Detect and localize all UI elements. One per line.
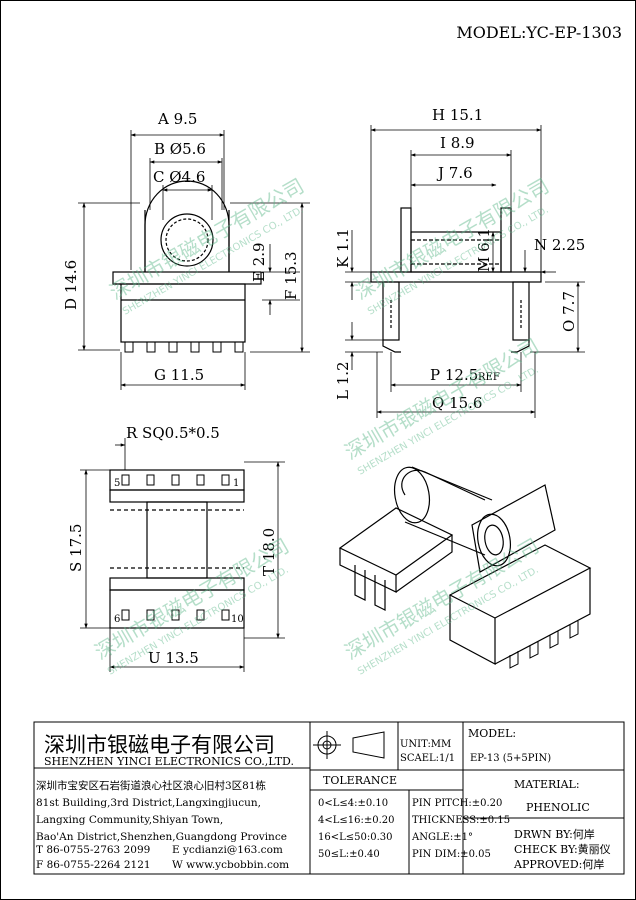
spec-thickness: THICKNESS:±0.15 bbox=[412, 815, 510, 826]
bottom-view bbox=[109, 469, 245, 629]
dim-b: B Ø5.6 bbox=[154, 140, 206, 158]
dim-n: N 2.25 bbox=[534, 236, 585, 254]
dim-g: G 11.5 bbox=[154, 366, 204, 384]
dim-o: O 7.7 bbox=[560, 291, 578, 332]
dim-m: M 6.1 bbox=[475, 228, 493, 272]
pin-label-5: 5 bbox=[114, 478, 120, 489]
address-line-4: Bao'An District,Shenzhen,Guangdong Provi… bbox=[36, 831, 287, 843]
address-line-2: 81st Building,3rd District,Langxingjiucu… bbox=[36, 797, 261, 809]
side-view bbox=[370, 207, 542, 353]
dim-q: Q 15.6 bbox=[432, 394, 482, 412]
watermark-cn-5: 深圳市银磁电子有限公司 bbox=[341, 534, 544, 665]
dim-j: J 7.6 bbox=[436, 164, 473, 182]
dim-u: U 13.5 bbox=[148, 649, 199, 667]
dim-p: P 12.5 bbox=[430, 366, 478, 384]
website: W www.ycbobbin.com bbox=[172, 859, 289, 871]
spec-pin-pitch: PIN PITCH:±0.20 bbox=[412, 798, 502, 809]
front-view bbox=[112, 180, 262, 353]
material-value: PHENOLIC bbox=[526, 801, 590, 814]
model-label: MODEL: bbox=[468, 727, 516, 740]
email: E ycdianzi@163.com bbox=[172, 844, 283, 856]
model-header: MODEL:YC-EP-1303 bbox=[456, 23, 622, 42]
spec-angle: ANGLE:±1° bbox=[411, 832, 473, 843]
pin-label-1: 1 bbox=[233, 478, 239, 489]
tolerance-2: 4<L≤16:±0.20 bbox=[318, 815, 395, 826]
dim-d: D 14.6 bbox=[62, 260, 80, 310]
company-name-cn: 深圳市银磁电子有限公司 bbox=[44, 733, 275, 757]
isometric-view bbox=[338, 466, 592, 669]
title-block bbox=[33, 721, 625, 875]
watermark-cn-1: 深圳市银磁电子有限公司 bbox=[106, 174, 309, 305]
projection-symbol bbox=[313, 731, 385, 759]
unit: UNIT:MM bbox=[400, 739, 451, 750]
watermark-cn-4: 深圳市银磁电子有限公司 bbox=[91, 534, 294, 665]
scale: SCAEL:1/1 bbox=[400, 753, 455, 764]
dim-p-ref: REF bbox=[478, 372, 500, 383]
address-line-3: Langxing Community,Shiyan Town, bbox=[36, 814, 223, 826]
dim-a: A 9.5 bbox=[157, 110, 197, 128]
dim-t: T 18.0 bbox=[260, 528, 278, 576]
address-line-1: 深圳市宝安区石岩街道浪心社区浪心旧村3区81栋 bbox=[36, 779, 267, 792]
bottom-view-dimensions bbox=[80, 438, 285, 672]
dim-e: E 2.9 bbox=[250, 242, 268, 282]
dim-s: S 17.5 bbox=[67, 524, 85, 572]
pin-label-6: 6 bbox=[114, 614, 120, 625]
watermark-cn-3: 深圳市银磁电子有限公司 bbox=[341, 334, 544, 465]
company-name-en: SHENZHEN YINCI ELECTRONICS CO.,LTD. bbox=[44, 755, 294, 768]
watermark-cn-2: 深圳市银磁电子有限公司 bbox=[351, 174, 554, 305]
dim-l: L 1.2 bbox=[334, 361, 352, 400]
approved-by: APPROVED:何岸 bbox=[513, 858, 604, 871]
pin-label-10: 10 bbox=[231, 614, 244, 625]
tolerance-label: TOLERANCE bbox=[323, 774, 397, 787]
model-value: EP-13 (5+5PIN) bbox=[470, 753, 551, 764]
dim-k: K 1.1 bbox=[334, 228, 352, 268]
material-label: MATERIAL: bbox=[514, 778, 580, 791]
dim-i: I 8.9 bbox=[440, 134, 475, 152]
telephone: T 86-0755-2763 2099 bbox=[36, 844, 150, 856]
spec-pin-dim: PIN DIM:±0.05 bbox=[412, 849, 491, 860]
side-view-dimensions bbox=[345, 125, 585, 418]
drawn-by: DRWN BY:何岸 bbox=[514, 828, 595, 841]
tolerance-4: 50≤L:±0.40 bbox=[318, 849, 380, 860]
dim-r: R SQ0.5*0.5 bbox=[126, 424, 220, 442]
dim-f: F 15.3 bbox=[282, 251, 300, 300]
tolerance-3: 16<L≤50:0.30 bbox=[318, 832, 392, 843]
dim-c: C Ø4.6 bbox=[153, 168, 205, 186]
tolerance-1: 0<L≤4:±0.10 bbox=[318, 798, 388, 809]
checked-by: CHECK BY:黄丽仪 bbox=[514, 842, 611, 856]
dim-h: H 15.1 bbox=[432, 106, 483, 124]
front-view-dimensions bbox=[78, 130, 310, 390]
fax: F 86-0755-2264 2121 bbox=[36, 859, 151, 871]
